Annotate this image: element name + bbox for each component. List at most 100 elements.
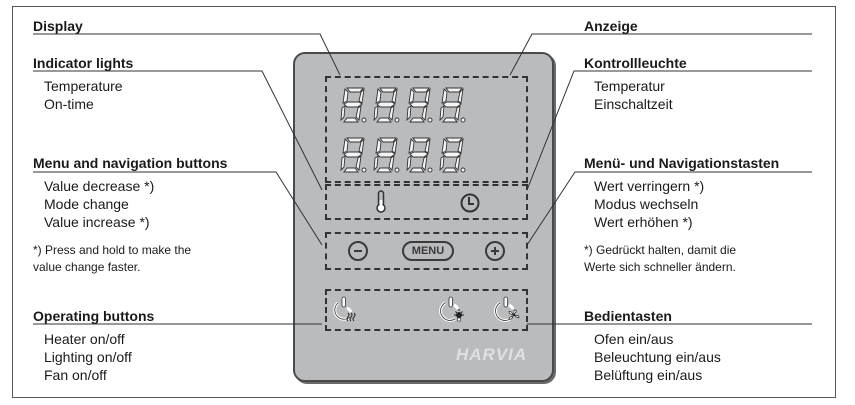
digit-segment: [409, 151, 429, 158]
digit-segment: [375, 88, 382, 104]
digit-segment: [409, 117, 425, 123]
digit-segment: [342, 138, 349, 154]
digit-segment: [439, 155, 445, 172]
minus-button[interactable]: [348, 241, 368, 261]
diagram-frame: [12, 6, 836, 398]
menu-navigation-heading-de: Menü- und Navigationstasten: [584, 155, 780, 171]
operating-item-lighting-en: Lighting on/off: [44, 349, 132, 365]
decimal-point: [460, 117, 466, 123]
decimal-point: [427, 117, 433, 123]
plus-button[interactable]: [485, 241, 505, 261]
minus-icon: [354, 250, 362, 252]
menu-note-line2-en: value change faster.: [33, 260, 141, 274]
leader-menu-de: [526, 171, 812, 246]
digit-segment: [442, 117, 458, 123]
digit-segment: [346, 87, 364, 93]
digit-segment: [412, 87, 430, 93]
operating-item-fan-de: Belüftung ein/aus: [594, 367, 703, 383]
digit-segment: [412, 137, 430, 143]
decimal-point: [361, 167, 367, 173]
digit-segment: [379, 137, 397, 143]
digit-segment: [454, 105, 461, 121]
seven-segment-digit: [406, 87, 433, 123]
digit-segment: [442, 101, 462, 108]
digit-segment: [388, 105, 395, 121]
harvia-logo: HARVIA: [456, 345, 528, 364]
seven-segment-digit: [340, 137, 367, 173]
menu-item-decrease-en: Value decrease *): [44, 178, 155, 194]
menu-button[interactable]: MENU: [402, 241, 454, 261]
decimal-point: [361, 117, 367, 123]
display-row-1: [339, 86, 467, 124]
operating-zone: [325, 289, 528, 331]
digit-segment: [408, 88, 415, 104]
digit-segment: [346, 137, 364, 143]
menu-item-mode-de: Modus wechseln: [594, 196, 699, 212]
menu-item-decrease-de: Wert verringern *): [594, 178, 705, 194]
operating-item-heater-en: Heater on/off: [44, 331, 125, 347]
seven-segment-digit: [439, 87, 466, 123]
leader-display-de: [509, 33, 812, 76]
display-row-2: [339, 136, 467, 174]
heater-power-icon: [333, 296, 356, 322]
indicator-item-temperature-de: Temperatur: [594, 78, 665, 94]
digit-segment: [373, 155, 379, 172]
fan-power-button[interactable]: [493, 295, 521, 325]
decimal-point: [427, 167, 433, 173]
operating-buttons-heading-de: Bedientasten: [584, 308, 672, 324]
digit-segment: [441, 88, 448, 104]
seven-segment-digit: [340, 87, 367, 123]
digit-segment: [376, 151, 396, 158]
digit-segment: [340, 105, 346, 122]
digit-segment: [409, 101, 429, 108]
seven-segment-digit: [439, 137, 466, 173]
digit-segment: [457, 137, 464, 154]
digit-segment: [343, 101, 363, 108]
digit-segment: [355, 105, 362, 121]
digit-segment: [391, 87, 398, 104]
digit-segment: [454, 155, 461, 171]
digit-segment: [376, 117, 392, 123]
menu-note-line1-de: *) Gedrückt halten, damit die: [584, 243, 737, 257]
indicator-lights-heading-en: Indicator lights: [33, 55, 134, 71]
digit-segment: [358, 137, 365, 154]
heater-power-button[interactable]: [331, 295, 359, 325]
light-power-icon: [439, 296, 464, 322]
indicator-item-temperature-en: Temperature: [44, 78, 123, 94]
operating-item-heater-de: Ofen ein/aus: [594, 331, 674, 347]
digit-segment: [457, 87, 464, 104]
display-heading-de: Anzeige: [584, 18, 638, 34]
fan-power-icon: [494, 296, 520, 322]
indicator-item-ontime-de: Einschaltzeit: [594, 96, 673, 112]
digit-segment: [408, 138, 415, 154]
digit-segment: [442, 167, 458, 173]
menu-item-mode-en: Mode change: [44, 196, 129, 212]
leader-display-en: [33, 33, 341, 76]
digit-segment: [406, 105, 412, 122]
control-panel: MENU: [293, 52, 554, 382]
menu-note-line1-en: *) Press and hold to make the: [33, 243, 192, 257]
digit-segment: [343, 167, 359, 173]
digit-segment: [388, 155, 395, 171]
digit-segment: [343, 151, 363, 158]
digit-segment: [445, 87, 463, 93]
decimal-point: [394, 167, 400, 173]
digit-segment: [358, 87, 365, 104]
light-power-button[interactable]: [438, 295, 466, 325]
menu-item-increase-en: Value increase *): [44, 214, 150, 230]
digit-segment: [406, 155, 412, 172]
digit-segment: [391, 137, 398, 154]
digit-segment: [424, 137, 431, 154]
digit-segment: [376, 167, 392, 173]
indicator-item-ontime-en: On-time: [44, 96, 94, 112]
operating-item-lighting-de: Beleuchtung ein/aus: [594, 349, 721, 365]
digit-segment: [421, 155, 428, 171]
digit-segment: [442, 151, 462, 158]
digit-segment: [373, 105, 379, 122]
digit-segment: [343, 117, 359, 123]
seven-segment-digit: [373, 137, 400, 173]
seven-segment-digit: [406, 137, 433, 173]
operating-buttons-heading-en: Operating buttons: [33, 308, 155, 324]
leader-indicator-en: [33, 70, 323, 191]
